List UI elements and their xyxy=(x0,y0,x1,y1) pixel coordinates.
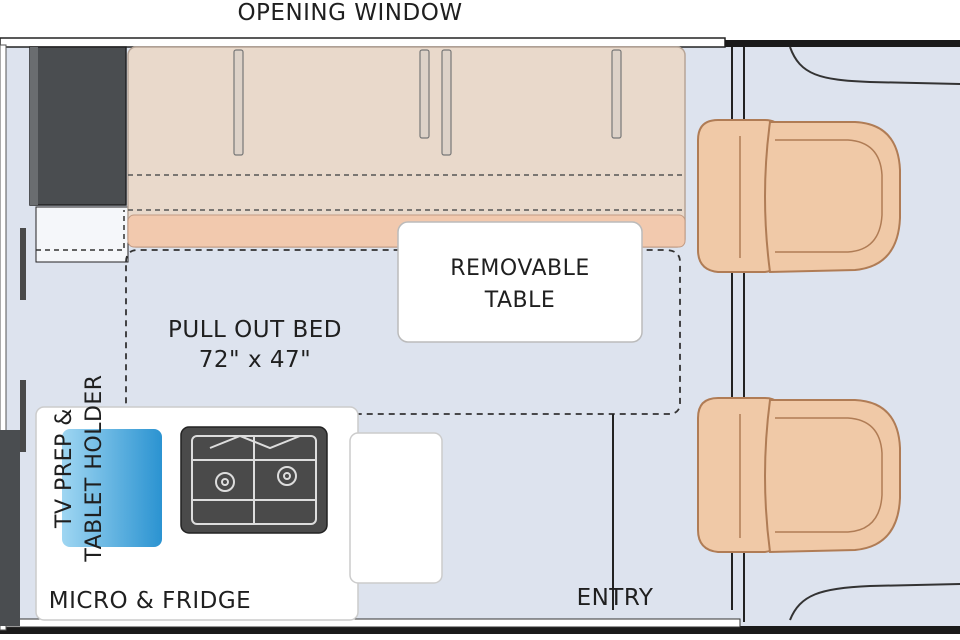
left-cabinet xyxy=(29,46,127,206)
entry-label: ENTRY xyxy=(576,585,654,611)
cab-top-wall xyxy=(725,40,960,47)
seat-belt-1 xyxy=(233,49,244,156)
driver-seat xyxy=(697,119,901,274)
micro-fridge-label: MICRO & FRIDGE xyxy=(48,588,252,614)
pull-out-bed-size: 72" x 47" xyxy=(198,347,312,373)
left-cabinet-edge xyxy=(30,47,38,205)
removable-table-label: REMOVABLE TABLE xyxy=(398,253,642,317)
left-door-handle-bottom xyxy=(20,380,26,452)
dashboard-bottom xyxy=(789,583,960,621)
bottom-wall-strip xyxy=(0,618,741,628)
galley-counter-extension xyxy=(349,432,443,584)
removable-table-label-line1: REMOVABLE xyxy=(450,256,590,281)
removable-table-label-line2: TABLE xyxy=(484,288,556,313)
tv-prep-label-line1: TV PREP & xyxy=(52,408,77,528)
bottom-wall xyxy=(0,626,960,634)
left-shelf xyxy=(35,206,129,263)
opening-window xyxy=(0,37,726,48)
removable-table xyxy=(397,221,643,343)
passenger-seat xyxy=(697,397,901,554)
left-shelf-dashed xyxy=(36,210,125,251)
pull-out-bed-outline xyxy=(125,249,681,415)
cooktop-grate xyxy=(191,434,317,525)
seat-belt-3 xyxy=(441,49,452,156)
left-lower-panel xyxy=(0,430,20,626)
pull-out-bed-label: PULL OUT BED 72" x 47" xyxy=(130,315,380,375)
dashboard-top xyxy=(789,46,960,85)
pull-out-bed-title: PULL OUT BED xyxy=(168,317,342,343)
left-wall xyxy=(0,44,7,631)
seat-belt-2 xyxy=(419,49,430,139)
seat-belt-4 xyxy=(611,49,622,139)
opening-window-label: OPENING WINDOW xyxy=(237,0,463,26)
tv-prep-label-line2: TABLET HOLDER xyxy=(82,374,107,562)
left-door-handle-top xyxy=(20,228,26,300)
tv-prep-panel xyxy=(62,429,162,547)
